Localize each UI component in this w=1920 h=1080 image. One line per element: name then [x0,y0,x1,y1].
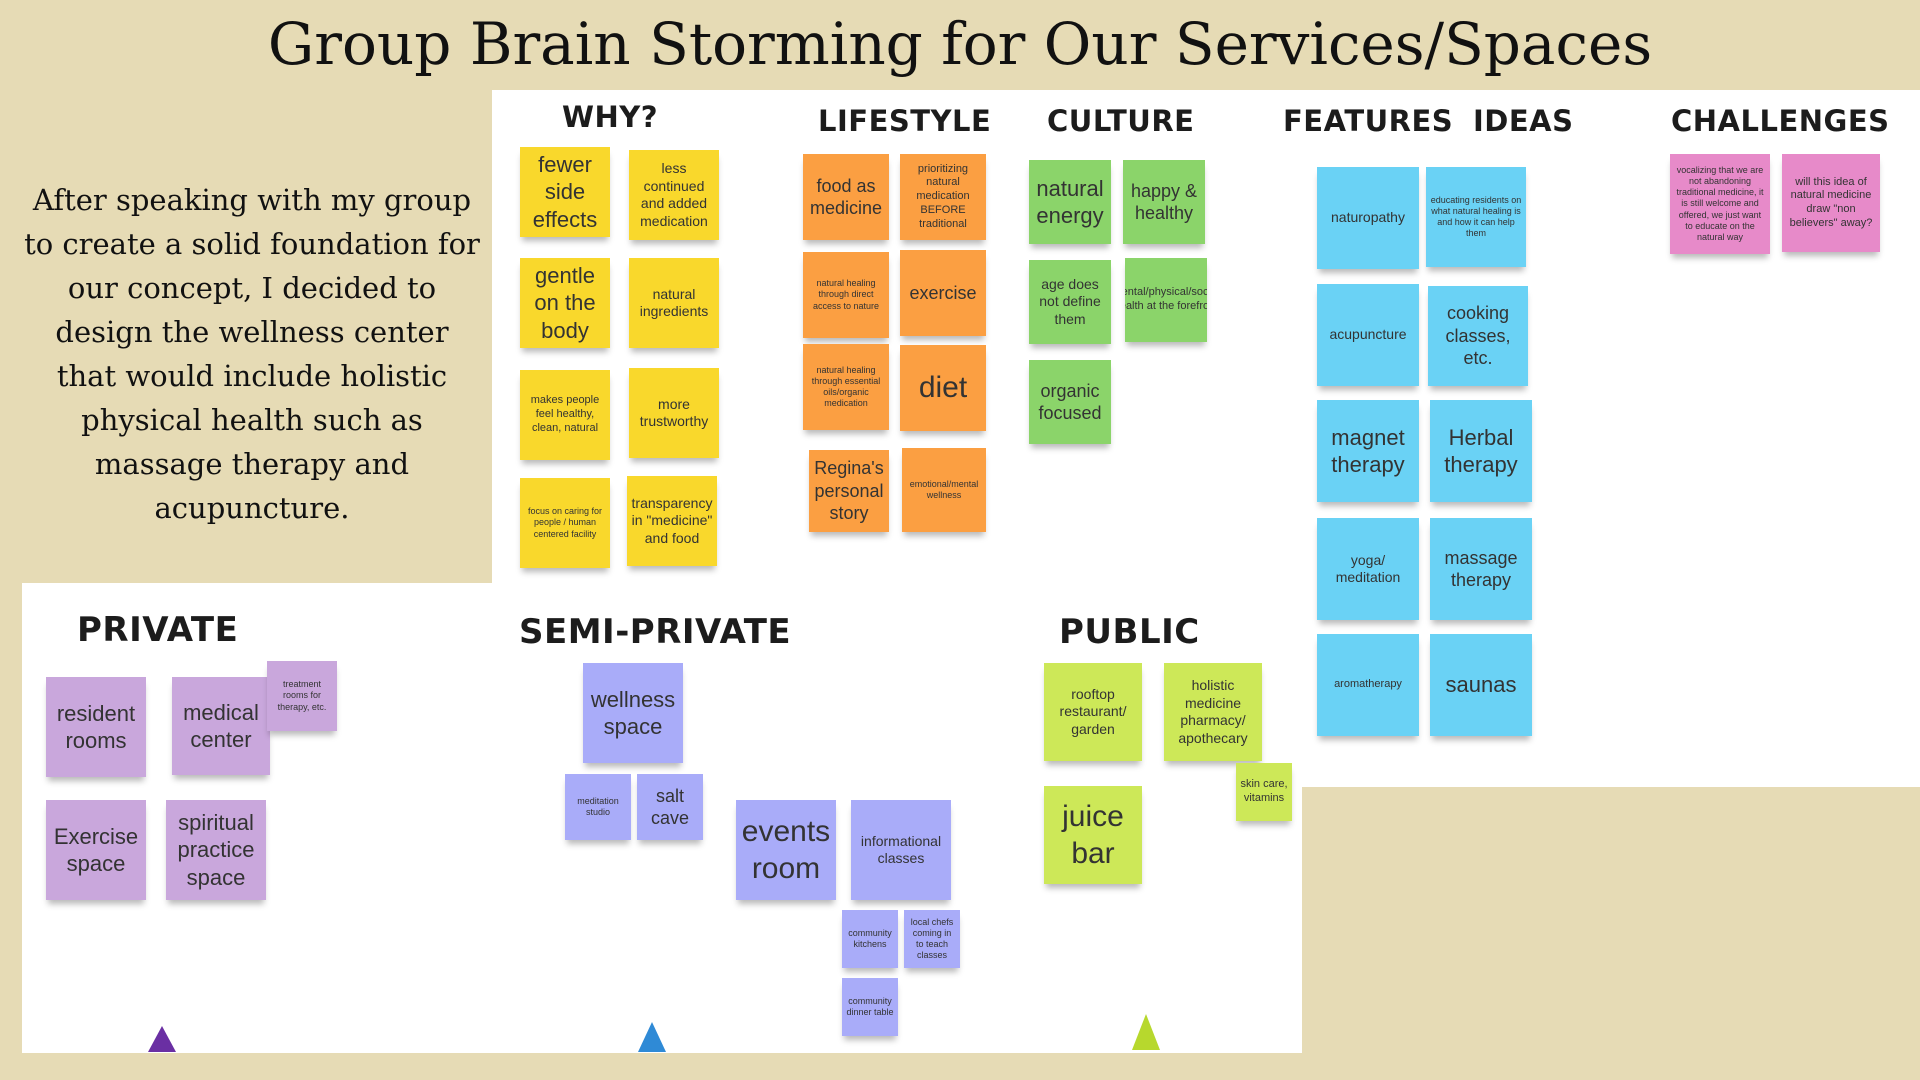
sticky-note-private[interactable]: medical center [172,677,270,775]
sticky-note-feature[interactable]: Herbal therapy [1430,400,1532,502]
sticky-note-why[interactable]: less continued and added medication [629,150,719,240]
sticky-note-semi-private[interactable]: events room [736,800,836,900]
header-semi-private: SEMI-PRIVATE [519,612,792,652]
sticky-note-feature[interactable]: educating residents on what natural heal… [1426,167,1526,267]
sticky-note-public[interactable]: holistic medicine pharmacy/ apothecary [1164,663,1262,761]
sticky-note-why[interactable]: focus on caring for people / human cente… [520,478,610,568]
sticky-note-feature[interactable]: aromatherapy [1317,634,1419,736]
sticky-note-feature[interactable]: yoga/ meditation [1317,518,1419,620]
sticky-note-feature[interactable]: magnet therapy [1317,400,1419,502]
sticky-note-culture[interactable]: happy & healthy [1123,160,1205,244]
sticky-note-lifestyle[interactable]: emotional/mental wellness [902,448,986,532]
sticky-note-lifestyle[interactable]: Regina's personal story [809,450,889,532]
sticky-note-lifestyle[interactable]: natural healing through essential oils/o… [803,344,889,430]
sticky-note-why[interactable]: gentle on the body [520,258,610,348]
header-culture: CULTURE [1047,104,1195,138]
header-private: PRIVATE [77,610,239,650]
sticky-note-culture[interactable]: organic focused [1029,360,1111,444]
sticky-note-semi-private[interactable]: community kitchens [842,910,898,968]
sticky-note-lifestyle[interactable]: natural healing through direct access to… [803,252,889,338]
header-lifestyle: LIFESTYLE [818,104,992,138]
sticky-note-why[interactable]: more trustworthy [629,368,719,458]
sticky-note-lifestyle[interactable]: exercise [900,250,986,336]
sticky-note-culture[interactable]: age does not define them [1029,260,1111,344]
sticky-note-public[interactable]: juice bar [1044,786,1142,884]
sticky-note-public[interactable]: rooftop restaurant/ garden [1044,663,1142,761]
intro-text: After speaking with my group to create a… [24,183,480,525]
sticky-note-semi-private[interactable]: salt cave [637,774,703,840]
sticky-note-why[interactable]: makes people feel healthy, clean, natura… [520,370,610,460]
sticky-note-semi-private[interactable]: informational classes [851,800,951,900]
private-zone-marker-icon [148,1026,176,1052]
sticky-note-semi-private[interactable]: meditation studio [565,774,631,840]
sticky-note-culture[interactable]: mental/physical/social health at the for… [1125,258,1207,342]
page-title: Group Brain Storming for Our Services/Sp… [267,10,1653,78]
sticky-note-private[interactable]: resident rooms [46,677,146,777]
sticky-note-feature[interactable]: cooking classes, etc. [1428,286,1528,386]
header-why: WHY? [562,100,659,134]
sticky-note-why[interactable]: fewer side effects [520,147,610,237]
sticky-note-culture[interactable]: natural energy [1029,160,1111,244]
sticky-note-challenge[interactable]: will this idea of natural medicine draw … [1782,154,1880,252]
sticky-note-why[interactable]: transparency in "medicine" and food [627,476,717,566]
sticky-note-feature[interactable]: acupuncture [1317,284,1419,386]
sticky-note-why[interactable]: natural ingredients [629,258,719,348]
sticky-note-lifestyle[interactable]: diet [900,345,986,431]
sticky-note-private[interactable]: treatment rooms for therapy, etc. [267,661,337,731]
sticky-note-challenge[interactable]: vocalizing that we are not abandoning tr… [1670,154,1770,254]
sticky-note-lifestyle[interactable]: prioritizing natural medication BEFORE t… [900,154,986,240]
sticky-note-lifestyle[interactable]: food as medicine [803,154,889,240]
sticky-note-private[interactable]: spiritual practice space [166,800,266,900]
public-zone-marker-icon [1132,1014,1160,1050]
sticky-note-feature[interactable]: naturopathy [1317,167,1419,269]
sticky-note-semi-private[interactable]: local chefs coming in to teach classes [904,910,960,968]
sticky-note-private[interactable]: Exercise space [46,800,146,900]
semi-private-zone-marker-icon [638,1022,666,1052]
header-features: FEATURES [1283,104,1454,138]
sticky-note-public[interactable]: skin care, vitamins [1236,763,1292,821]
sticky-note-feature[interactable]: massage therapy [1430,518,1532,620]
sticky-note-semi-private[interactable]: wellness space [583,663,683,763]
sticky-note-feature[interactable]: saunas [1430,634,1532,736]
header-public: PUBLIC [1059,612,1200,652]
sticky-note-semi-private[interactable]: community dinner table [842,978,898,1036]
header-challenges: CHALLENGES [1671,104,1890,138]
header-ideas: IDEAS [1473,104,1574,138]
